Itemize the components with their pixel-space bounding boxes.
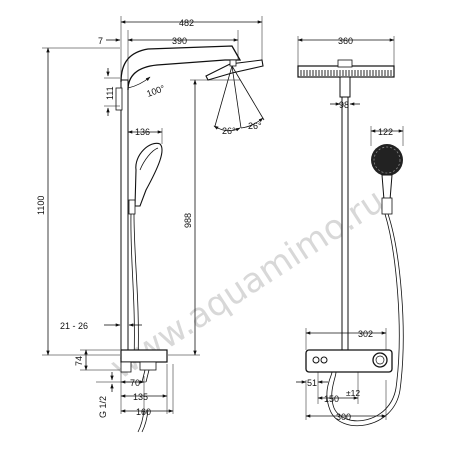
- thermostat-knob-mid: [320, 356, 328, 364]
- thermostat-knob-right: [372, 352, 388, 368]
- dim-head-tilt-a: 26°: [222, 126, 236, 136]
- nozzle-row: [300, 70, 392, 76]
- dim-total-width: 482: [179, 18, 194, 28]
- overhead-arm: [120, 45, 242, 91]
- dim-inlet-x: 70: [130, 378, 140, 388]
- side-view: 482 390 7 111 100° 26° 26° 136 1100: [36, 16, 265, 433]
- thermostat-knob-left: [312, 356, 320, 364]
- dim-riser-height: 988: [183, 213, 193, 228]
- dim-arm-width: 98: [339, 100, 349, 110]
- dim-inlet-spacing: 150: [324, 394, 339, 404]
- front-hand-shower-head: [371, 144, 403, 176]
- front-view: 360 98 122 302 51 150 ±12 300: [296, 36, 404, 427]
- upper-bracket: [115, 87, 123, 111]
- shower-hose: [133, 213, 139, 361]
- dim-body-depth: 135: [133, 392, 148, 402]
- dim-arm-drop: 111: [105, 86, 115, 100]
- dim-arm-reach: 390: [172, 36, 187, 46]
- dim-wall-offset: 7: [98, 36, 103, 46]
- front-hose: [326, 213, 404, 427]
- front-riser: [341, 96, 349, 356]
- front-arm: [339, 76, 351, 98]
- dim-head-tilt-b: 26°: [248, 121, 262, 131]
- dim-wall-clear: 21 - 26: [60, 321, 88, 331]
- hand-shower: [134, 142, 163, 207]
- dim-bracket-depth: 160: [136, 407, 151, 417]
- dim-thermostat-height: 74: [74, 356, 84, 366]
- dim-arm-angle: 100°: [145, 83, 166, 99]
- dim-head-diameter: 360: [338, 36, 353, 46]
- dim-hand-head: 122: [378, 127, 393, 137]
- front-thermostat: [305, 349, 393, 373]
- dim-inlet: G 1/2: [98, 396, 108, 418]
- dim-side-offset: 51: [307, 378, 317, 388]
- thermostat-body: [120, 349, 168, 363]
- riser-pipe: [120, 79, 129, 356]
- dim-total-height: 1100: [36, 196, 46, 215]
- dim-base-width: 300: [336, 412, 351, 422]
- dim-hand-shower-width: 136: [135, 127, 150, 137]
- dim-thermo-width: 302: [358, 329, 373, 339]
- dim-inlet-tolerance: ±12: [346, 388, 360, 398]
